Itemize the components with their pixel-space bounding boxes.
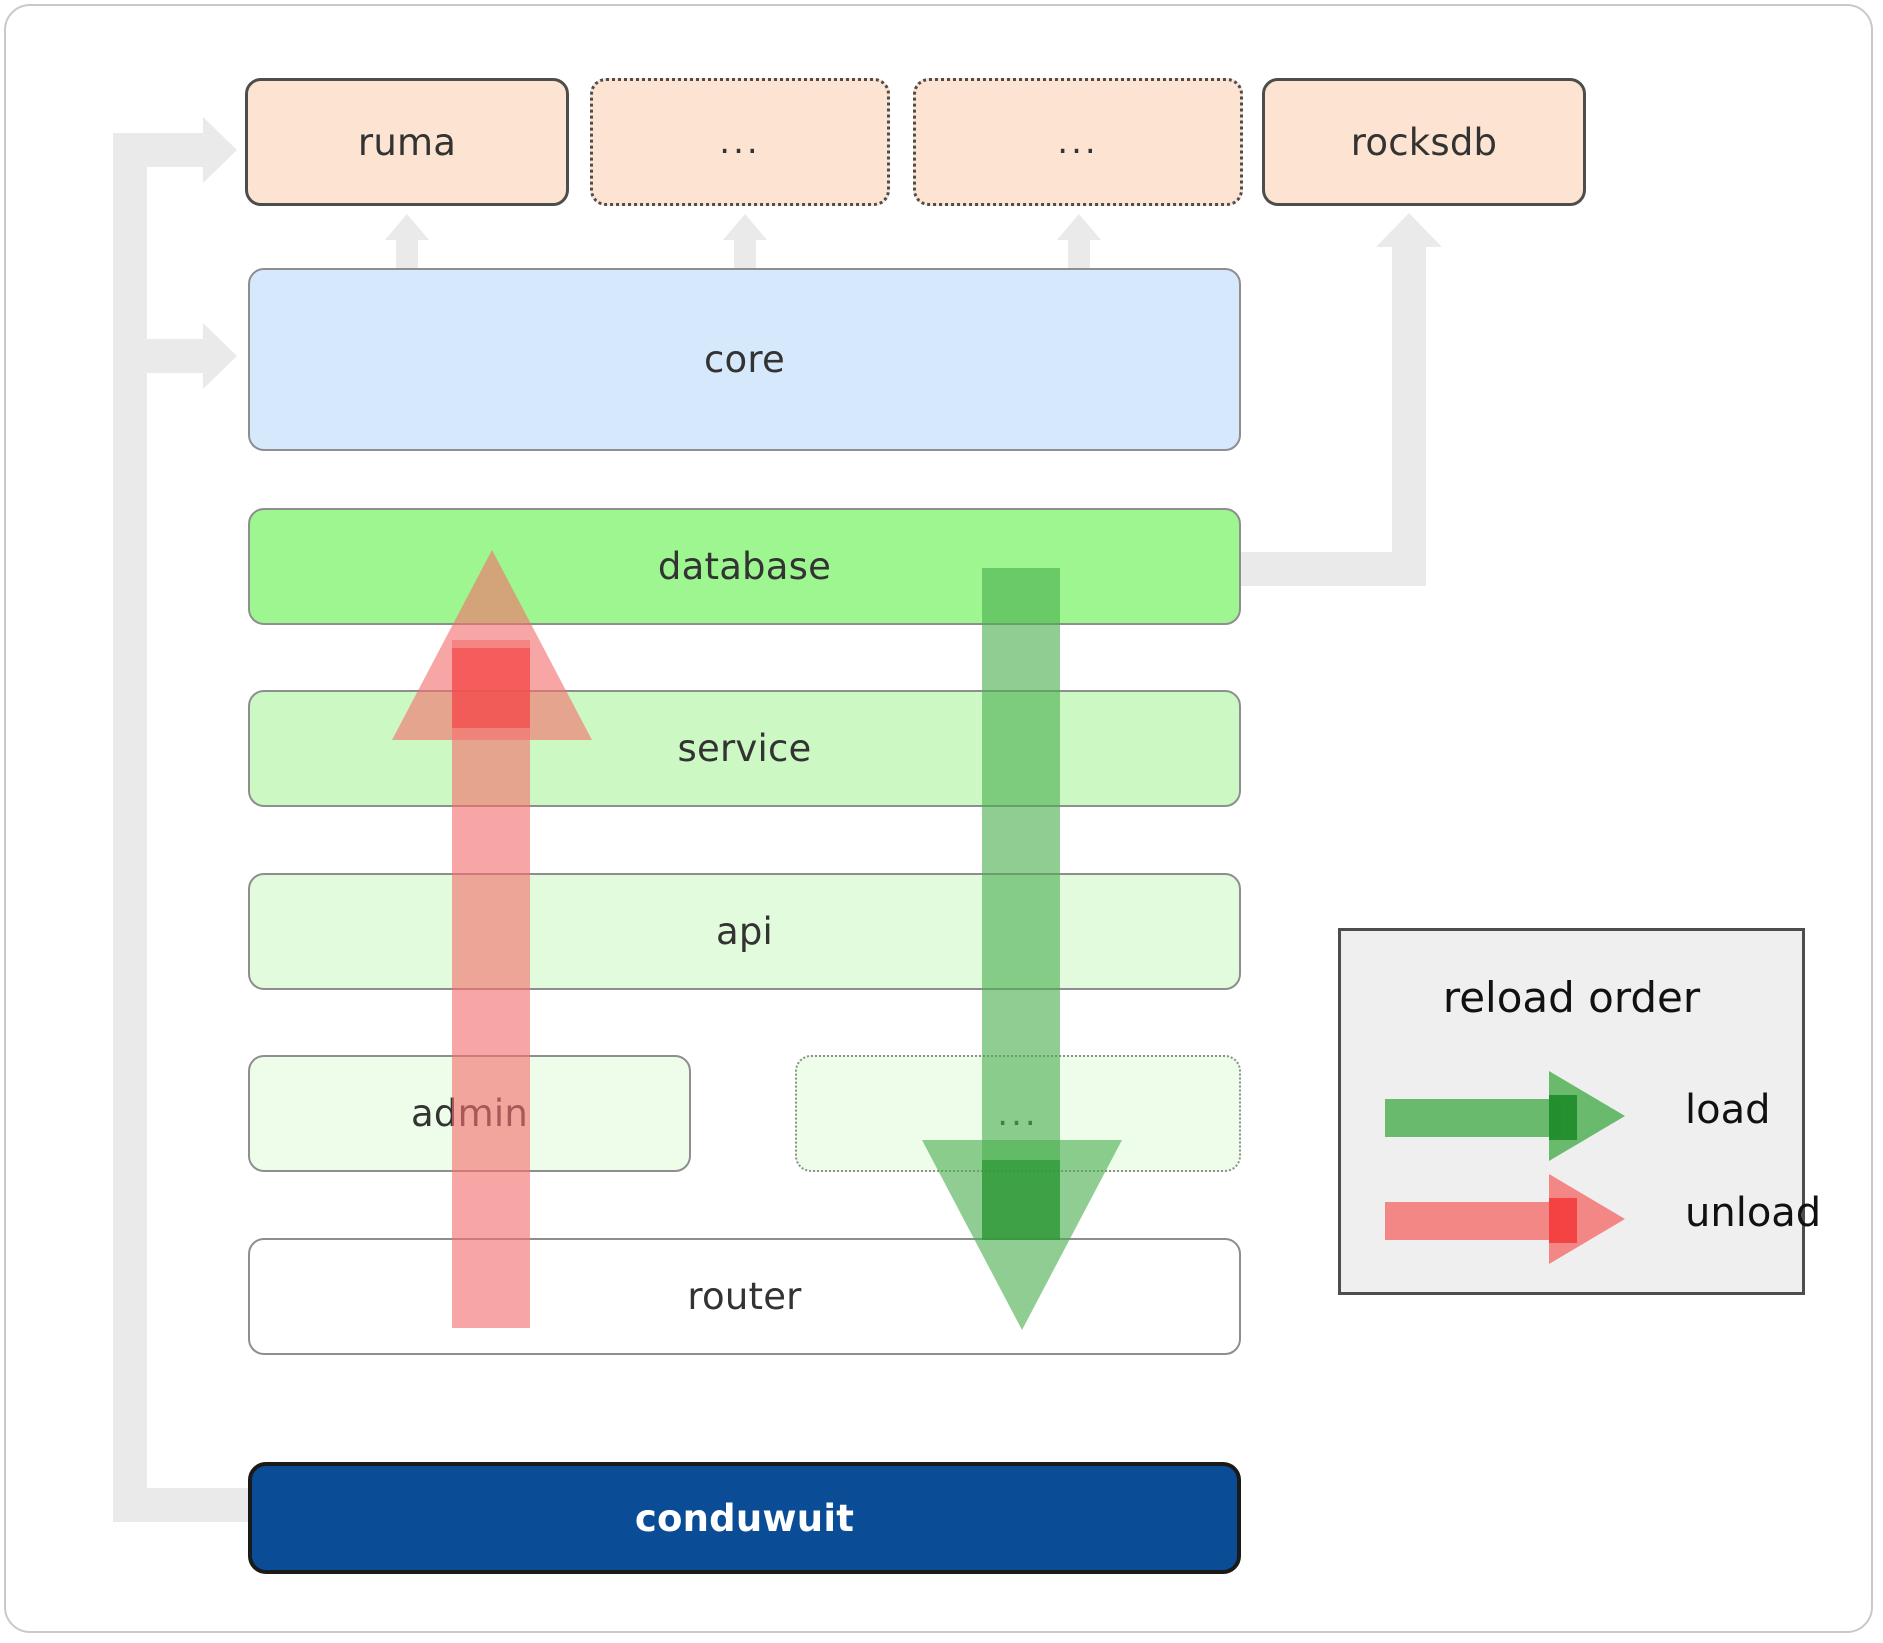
legend-load-notch [1549, 1095, 1577, 1140]
node-conduwuit[interactable]: conduwuit [248, 1462, 1241, 1574]
legend-load-label: load [1685, 1087, 1771, 1133]
connector-arrow-to-ruma [203, 117, 237, 183]
node-label: router [687, 1275, 802, 1318]
core-arrow-shaft-dots2 [1068, 240, 1090, 276]
node-rocksdb[interactable]: rocksdb [1262, 78, 1586, 206]
legend-title: reload order [1442, 973, 1701, 1022]
legend-unload-notch [1549, 1198, 1577, 1243]
connector-right-vertical [1392, 247, 1426, 586]
load-arrow-notch [982, 1160, 1060, 1240]
node-label: ... [719, 122, 761, 162]
node-label: rocksdb [1350, 120, 1498, 164]
node-ruma[interactable]: ruma [245, 78, 569, 206]
core-arrow-head-dots1 [723, 214, 767, 240]
unload-arrow-notch [452, 648, 530, 728]
node-label: service [677, 727, 812, 770]
node-core[interactable]: core [248, 268, 1241, 451]
connector-branch-to-core [113, 339, 203, 373]
node-label: api [715, 910, 774, 953]
core-arrow-shaft-ruma [396, 240, 418, 276]
core-arrow-head-dots2 [1057, 214, 1101, 240]
core-arrow-shaft-dots1 [734, 240, 756, 276]
load-arrow-shaft [982, 568, 1060, 1240]
diagram-frame [4, 4, 1873, 1633]
legend-unload-label: unload [1685, 1190, 1822, 1236]
connector-arrow-to-core [203, 323, 237, 389]
node-label: ... [1057, 122, 1099, 162]
unload-arrow-shaft [452, 640, 530, 1328]
node-label: ruma [357, 120, 457, 164]
node-label: database [657, 545, 832, 588]
legend-panel: reload order load unload [1338, 928, 1821, 1295]
node-external-dots-2[interactable]: ... [913, 78, 1243, 206]
core-arrow-head-ruma [385, 214, 429, 240]
connector-left-bottom [113, 1488, 248, 1522]
node-service[interactable]: service [248, 690, 1241, 807]
legend-load-shaft [1385, 1099, 1561, 1137]
legend-unload-shaft [1385, 1202, 1561, 1240]
node-api[interactable]: api [248, 873, 1241, 990]
connector-arrow-to-rocksdb [1376, 213, 1442, 247]
connector-branch-to-ruma [113, 133, 203, 167]
node-external-dots-1[interactable]: ... [590, 78, 890, 206]
node-label: conduwuit [634, 1496, 855, 1540]
node-label: core [704, 338, 785, 381]
